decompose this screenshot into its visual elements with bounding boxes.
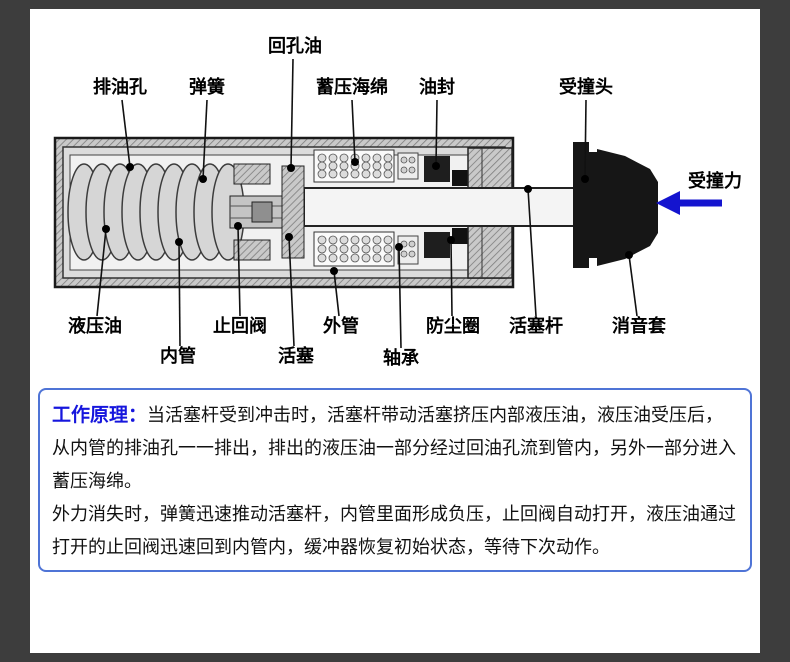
label-hydraulic-oil: 液压油 bbox=[68, 315, 122, 337]
label-piston-rod: 活塞杆 bbox=[509, 315, 563, 337]
dust-ring-blocks bbox=[452, 170, 468, 244]
leader-lines bbox=[96, 58, 638, 349]
accumulator-sponge-blocks bbox=[313, 149, 419, 267]
label-return-oil-hole: 回孔油 bbox=[268, 35, 322, 57]
label-accumulator-sponge: 蓄压海绵 bbox=[316, 76, 388, 98]
principle-title: 工作原理： bbox=[52, 404, 148, 426]
label-oil-seal: 油封 bbox=[419, 76, 455, 98]
piston-rod-shape bbox=[303, 187, 587, 227]
impact-force-arrow-icon bbox=[656, 191, 722, 215]
label-impact-force: 受撞力 bbox=[688, 170, 742, 192]
label-dust-ring: 防尘圈 bbox=[426, 315, 480, 337]
spring bbox=[67, 163, 245, 261]
principle-paragraph-2: 外力消失时，弹簧迅速推动活塞杆，内管里面形成负压，止回阀自动打开，液压油通过打开… bbox=[52, 504, 736, 558]
label-silencer-sleeve: 消音套 bbox=[612, 315, 666, 337]
principle-paragraph-1: 工作原理：当活塞杆受到冲击时，活塞杆带动活塞挤压内部液压油，液压油受压后，从内管… bbox=[52, 399, 738, 498]
label-bearing: 轴承 bbox=[383, 347, 420, 369]
label-piston: 活塞 bbox=[278, 345, 315, 367]
buffer-cross-section-diagram: 回孔油 排油孔 弹簧 蓄压海绵 油封 受撞头 液压油 内管 止回阀 活塞 外管 … bbox=[53, 35, 742, 369]
label-drain-hole: 排油孔 bbox=[93, 76, 147, 98]
label-spring: 弹簧 bbox=[189, 76, 225, 98]
principle-text-1: 当活塞杆受到冲击时，活塞杆带动活塞挤压内部液压油，液压油受压后，从内管的排油孔一… bbox=[52, 405, 736, 492]
leader-dots bbox=[102, 158, 633, 275]
label-check-valve: 止回阀 bbox=[213, 315, 267, 337]
piston-check-valve-assembly bbox=[229, 163, 305, 261]
principle-box: 工作原理：当活塞杆受到冲击时，活塞杆带动活塞挤压内部液压油，液压油受压后，从内管… bbox=[38, 388, 752, 572]
label-outer-tube: 外管 bbox=[323, 315, 359, 337]
label-inner-tube: 内管 bbox=[160, 345, 196, 367]
label-impact-head: 受撞头 bbox=[559, 76, 613, 98]
